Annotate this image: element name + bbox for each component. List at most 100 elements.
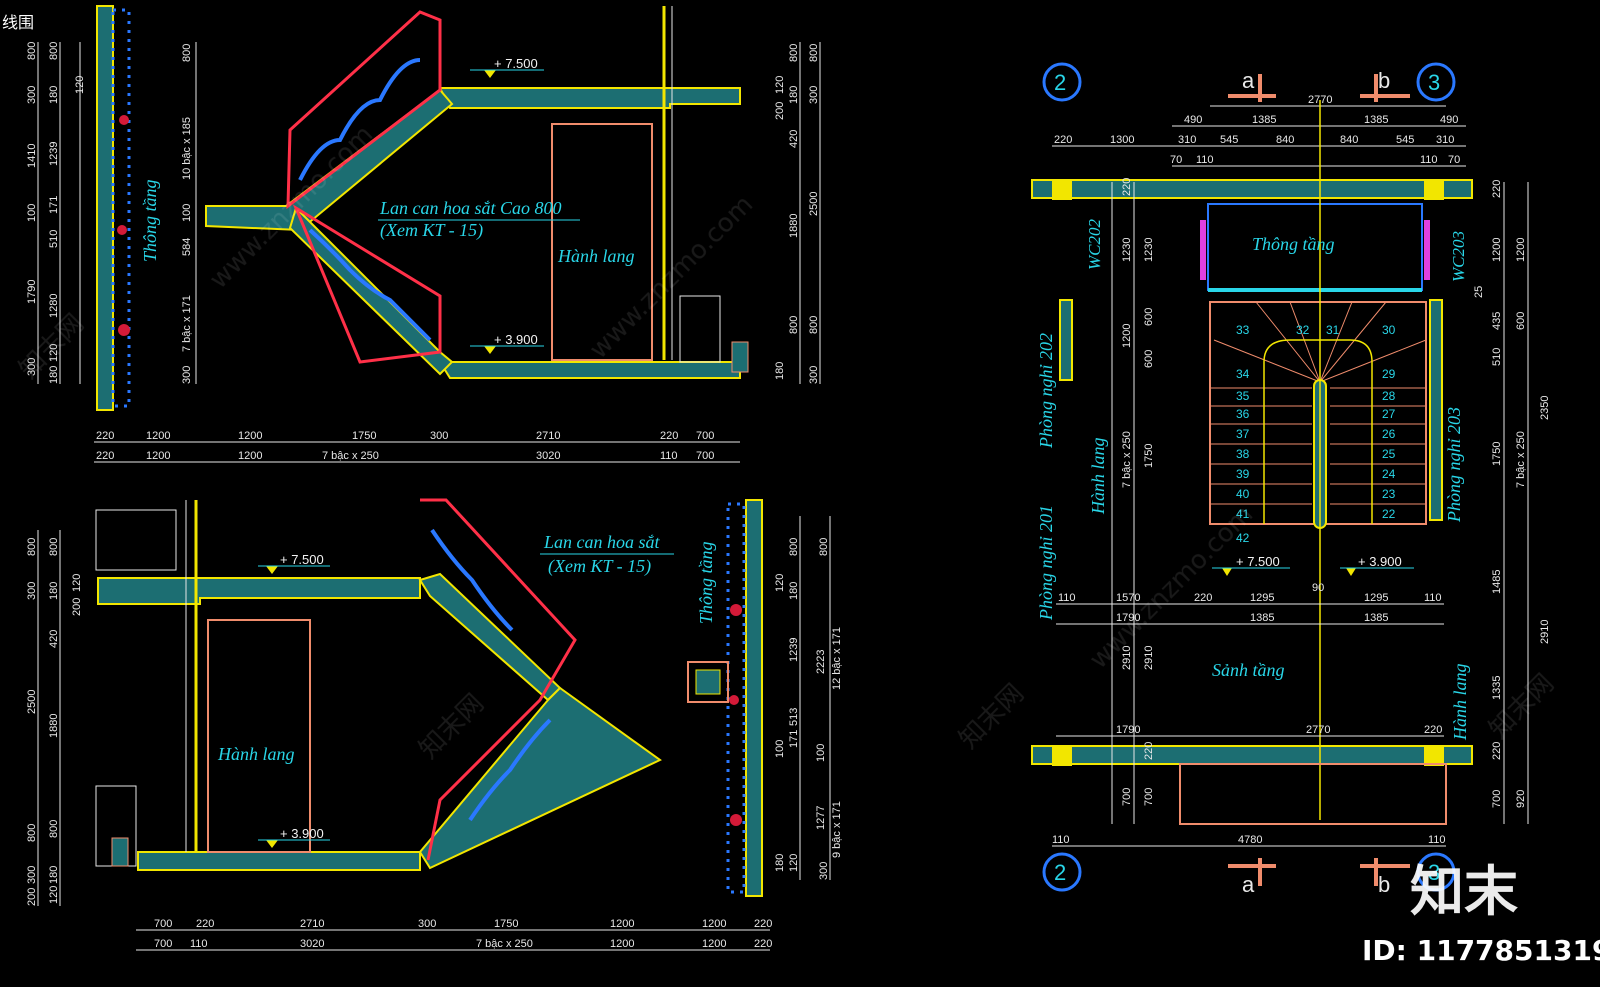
svg-text:300: 300 <box>818 862 830 880</box>
section-b-railing <box>420 498 577 861</box>
section-b-right-wall <box>745 499 763 897</box>
svg-text:2223: 2223 <box>815 650 827 674</box>
svg-text:33: 33 <box>1236 323 1250 337</box>
plan-section-marks <box>1228 74 1410 886</box>
svg-text:110: 110 <box>190 938 208 950</box>
section-a-lower-slab <box>438 361 741 379</box>
plan-axis-bottom-left: 2 <box>1042 852 1082 892</box>
plan-left-wall-upper <box>1059 299 1073 381</box>
svg-text:220: 220 <box>754 938 772 950</box>
svg-text:1385: 1385 <box>1364 114 1388 126</box>
svg-text:1239: 1239 <box>48 142 60 166</box>
svg-text:知末网: 知末网 <box>414 689 490 765</box>
plan-bottom-wall <box>1031 745 1473 765</box>
svg-text:35: 35 <box>1236 389 1250 403</box>
svg-text:200: 200 <box>26 888 38 906</box>
svg-text:700: 700 <box>1143 788 1155 806</box>
section-a-stair-dims: 800 10 bậc x 185 100 584 7 bậc x 171 300 <box>181 42 197 384</box>
section-a-bottom-dims: 220 1200 1200 1750 300 2710 220 700 220 … <box>94 430 740 463</box>
svg-text:1200: 1200 <box>610 918 634 930</box>
svg-text:120: 120 <box>48 344 60 362</box>
plan-left-dims: 220 1230 1230 600 1200 600 7 bậc x 250 1… <box>1111 178 1155 824</box>
svg-text:28: 28 <box>1382 389 1396 403</box>
svg-text:1750: 1750 <box>1143 444 1155 468</box>
svg-text:42: 42 <box>1236 531 1250 545</box>
svg-text:29: 29 <box>1382 367 1396 381</box>
svg-text:1385: 1385 <box>1252 114 1276 126</box>
svg-text:800: 800 <box>788 316 800 334</box>
svg-text:180: 180 <box>788 86 800 104</box>
section-b-level-3900: + 3.900 <box>258 826 330 848</box>
section-a-railing-lower-pattern <box>308 228 432 342</box>
svg-text:2: 2 <box>1054 860 1066 885</box>
plan-lower-dims: 1790 2770 220 <box>1056 724 1444 737</box>
svg-text:120: 120 <box>774 574 786 592</box>
section-a-railing-lower <box>292 204 442 364</box>
svg-text:+ 7.500: + 7.500 <box>280 552 324 567</box>
svg-text:100: 100 <box>26 204 38 222</box>
plan-sanh-tang-label: Sảnh tầng <box>1212 660 1285 680</box>
svg-text:171: 171 <box>788 730 800 748</box>
svg-text:+ 3.900: + 3.900 <box>280 826 324 841</box>
svg-text:310: 310 <box>1178 134 1196 146</box>
svg-text:800: 800 <box>26 538 38 556</box>
svg-text:180: 180 <box>774 362 786 380</box>
svg-text:3: 3 <box>1428 860 1440 885</box>
svg-text:700: 700 <box>696 430 714 442</box>
svg-text:300: 300 <box>26 86 38 104</box>
svg-text:1200: 1200 <box>146 450 170 462</box>
section-a-level-3900: + 3.900 <box>470 332 544 354</box>
svg-text:25: 25 <box>1473 286 1485 298</box>
watermark-id: ID: 1177851319 <box>1362 934 1600 967</box>
svg-text:840: 840 <box>1340 134 1358 146</box>
svg-text:800: 800 <box>181 44 193 62</box>
svg-text:知末网: 知末网 <box>954 679 1030 755</box>
section-a-plant-dots <box>117 115 130 336</box>
svg-text:2910: 2910 <box>1539 620 1551 644</box>
svg-text:100: 100 <box>815 744 827 762</box>
plan-bottom-dims: 110 4780 110 <box>1052 834 1446 847</box>
svg-text:+ 7.500: + 7.500 <box>1236 554 1280 569</box>
svg-text:490: 490 <box>1184 114 1202 126</box>
svg-text:12 bậc x 171: 12 bậc x 171 <box>831 627 843 690</box>
section-b-plant-dots <box>729 604 742 826</box>
svg-text:700: 700 <box>154 938 172 950</box>
svg-text:220: 220 <box>1054 134 1072 146</box>
svg-text:1230: 1230 <box>1143 238 1155 262</box>
svg-text:24: 24 <box>1382 467 1396 481</box>
plan-right-dims: 220 1200 1200 25 435 600 510 2350 1750 7… <box>1473 180 1551 824</box>
svg-text:1295: 1295 <box>1250 592 1274 604</box>
svg-text:36: 36 <box>1236 407 1250 421</box>
section-b-railing-ref: (Xem KT - 15) <box>548 556 651 577</box>
svg-text:220: 220 <box>1424 724 1442 736</box>
section-a-left-plants <box>111 8 131 408</box>
section-a-left-dim-text-inner: 800 180 1239 171 510 1280 120 180 120 <box>48 42 86 384</box>
plan-level-3900: + 3.900 <box>1340 554 1414 576</box>
svg-text:171: 171 <box>48 196 60 214</box>
svg-text:300: 300 <box>418 918 436 930</box>
svg-text:100: 100 <box>181 204 193 222</box>
svg-text:1410: 1410 <box>26 144 38 168</box>
svg-text:840: 840 <box>1276 134 1294 146</box>
svg-text:180: 180 <box>48 866 60 884</box>
window-title-fragment: 线围 <box>2 13 34 32</box>
svg-text:800: 800 <box>788 44 800 62</box>
svg-text:2350: 2350 <box>1539 396 1551 420</box>
section-a-level-7500: + 7.500 <box>470 56 544 78</box>
svg-text:1200: 1200 <box>610 938 634 950</box>
svg-text:110: 110 <box>1058 592 1076 604</box>
svg-text:2770: 2770 <box>1306 724 1330 736</box>
svg-text:600: 600 <box>1515 312 1527 330</box>
plan-wc202-label: WC202 <box>1085 219 1104 271</box>
svg-text:1790: 1790 <box>26 280 38 304</box>
svg-text:4780: 4780 <box>1238 834 1262 846</box>
svg-text:1277: 1277 <box>815 806 827 830</box>
svg-text:31: 31 <box>1326 323 1340 337</box>
svg-text:1385: 1385 <box>1364 612 1388 624</box>
svg-text:1485: 1485 <box>1491 570 1503 594</box>
svg-text:300: 300 <box>808 86 820 104</box>
plan-stair-treads <box>1210 301 1427 505</box>
plan-axis-top-left: 2 <box>1042 62 1082 102</box>
svg-text:220: 220 <box>1121 178 1133 196</box>
